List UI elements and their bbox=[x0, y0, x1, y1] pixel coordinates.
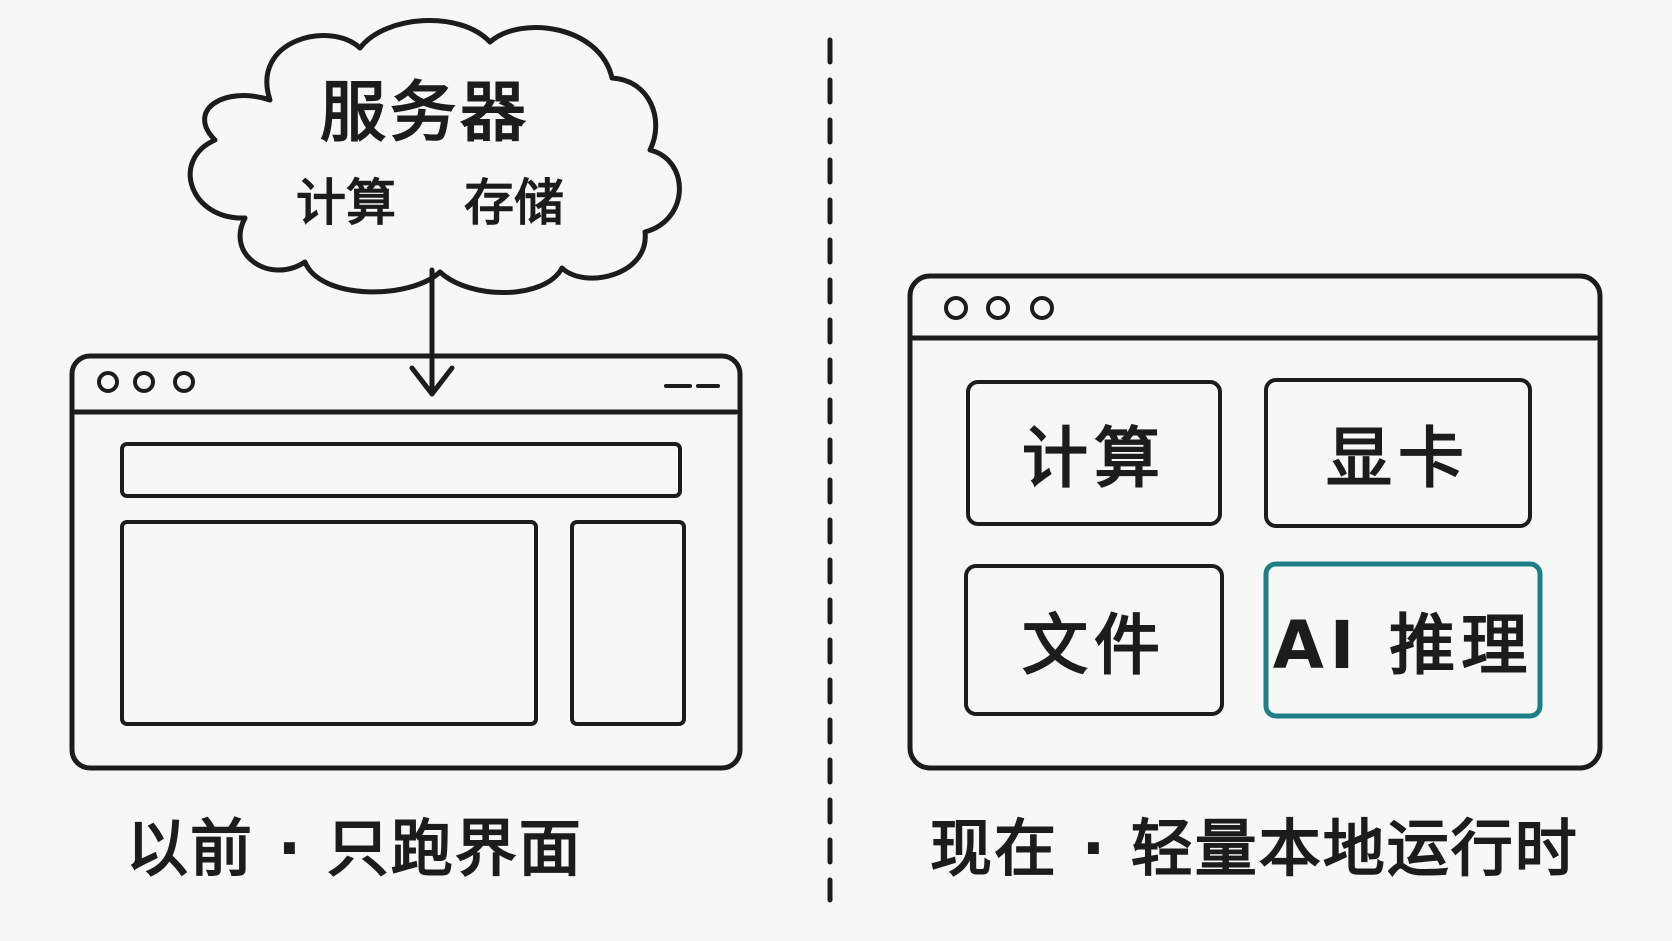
left-top-bar-panel bbox=[120, 442, 682, 498]
window-dot-icon bbox=[97, 371, 119, 393]
tile-box bbox=[964, 564, 1224, 716]
left-main-panel bbox=[120, 520, 538, 726]
window-dot-icon bbox=[173, 371, 195, 393]
window-dot-icon bbox=[986, 296, 1010, 320]
left-side-panel bbox=[570, 520, 686, 726]
window-dot-icon bbox=[1030, 296, 1054, 320]
tile-compute: 计算 bbox=[1022, 420, 1166, 497]
tile-files: 文件 bbox=[1022, 607, 1166, 684]
down-arrow-icon bbox=[409, 267, 455, 397]
tile-gpu: 显卡 bbox=[1326, 420, 1470, 497]
tile-box-highlighted bbox=[1263, 561, 1543, 719]
tile-box bbox=[1264, 378, 1532, 528]
right-browser-window bbox=[907, 273, 1603, 771]
tile-ai-inference: AI 推理 bbox=[1272, 607, 1534, 684]
left-caption: 以前 · 只跑界面 bbox=[126, 812, 583, 885]
tile-box bbox=[966, 380, 1222, 526]
server-label: 服务器 bbox=[320, 74, 530, 151]
window-dot-icon bbox=[944, 296, 968, 320]
window-dot-icon bbox=[133, 371, 155, 393]
cloud-item-compute: 计算 bbox=[296, 174, 396, 232]
server-cloud-shape bbox=[187, 17, 682, 295]
left-browser-window bbox=[69, 353, 743, 771]
right-caption: 现在 · 轻量本地运行时 bbox=[930, 812, 1579, 885]
cloud-item-storage: 存储 bbox=[464, 174, 564, 232]
